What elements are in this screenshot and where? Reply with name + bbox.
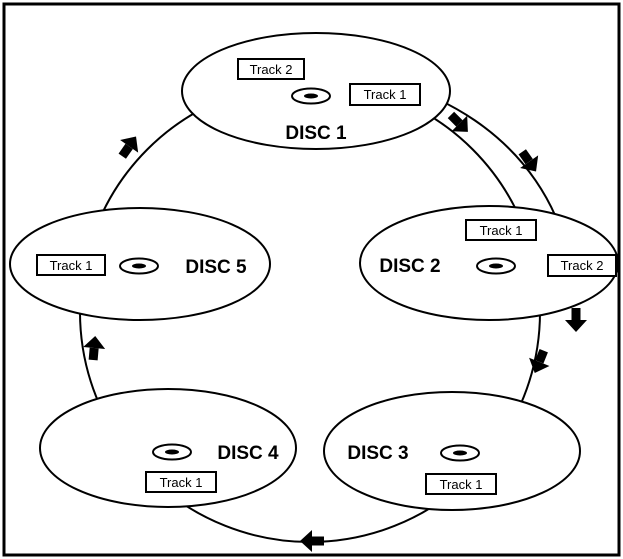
disc-2-group: Track 1 Track 2 DISC 2 [359,205,619,321]
cd-icon [440,444,480,462]
disc-3-group: Track 1 DISC 3 [323,391,581,511]
flow-arrow-icon [447,111,468,132]
disc-2-label: DISC 2 [379,256,440,277]
disc-2-track-1-label: Track 1 [480,223,523,238]
disc-5-group: Track 1 DISC 5 [9,207,271,321]
disc-1-group: Track 2 Track 1 DISC 1 [181,32,451,150]
disc-3-label: DISC 3 [347,443,408,464]
disc-4-track-1-label: Track 1 [160,475,203,490]
disc-1-track-2-label: Track 2 [250,62,293,77]
cd-icon [291,87,331,105]
disc-5-track-1-label: Track 1 [50,258,93,273]
disc-2-track-1-box: Track 1 [465,219,537,241]
disc-1-track-2-box: Track 2 [237,58,305,80]
disc-1-label: DISC 1 [285,123,347,144]
disc-2-track-2-label: Track 2 [561,258,604,273]
flow-arrow-icon [529,349,550,373]
disc-1-track-1-label: Track 1 [364,87,407,102]
disc-4-group: Track 1 DISC 4 [39,388,297,508]
flow-arrow-icon [565,308,587,332]
disc-1-track-1-box: Track 1 [349,83,421,106]
disc-3-track-1-label: Track 1 [440,477,483,492]
flow-arrow-icon [83,336,106,361]
disc-4-label: DISC 4 [217,443,279,464]
disc-5-track-1-box: Track 1 [36,254,106,276]
disc-5-label: DISC 5 [185,257,247,278]
flow-arrow-icon [300,530,324,552]
flow-arrows [83,111,587,552]
flow-arrow-icon [118,136,139,159]
cd-icon [119,257,159,275]
cd-icon [476,257,516,275]
disc-4-track-1-box: Track 1 [145,471,217,493]
disc-2-track-2-box: Track 2 [547,254,617,277]
cd-icon [152,443,192,461]
flow-arrow-icon [518,149,539,172]
disc-3-track-1-box: Track 1 [425,473,497,495]
